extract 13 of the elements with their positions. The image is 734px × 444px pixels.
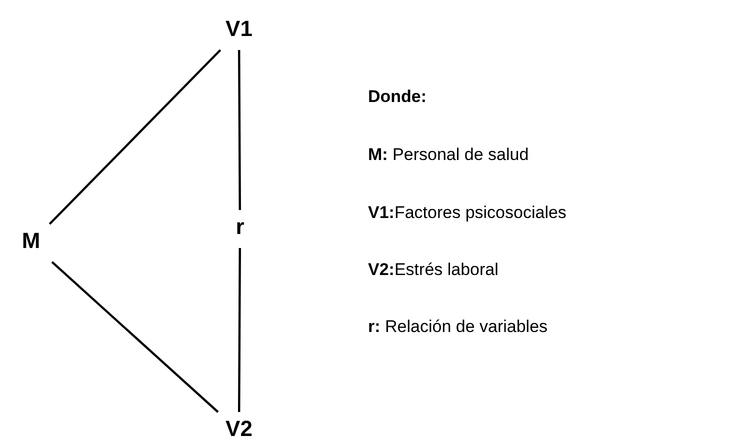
connector-line (238, 50, 241, 210)
node-label: V1 (222, 18, 256, 44)
connector-line (238, 248, 241, 412)
legend-entry: M: Personal de salud (368, 145, 529, 165)
node-label: M (16, 230, 46, 256)
node-label: V2 (222, 418, 256, 444)
legend-heading: Donde: (368, 87, 427, 107)
legend-entry: V2:Estrés laboral (368, 260, 498, 280)
connector-line (48, 49, 222, 225)
legend-entry: r: Relación de variables (368, 317, 548, 337)
node-label: r (230, 216, 250, 242)
legend-entry: V1:Factores psicosociales (368, 203, 566, 223)
connector-line (51, 261, 219, 413)
